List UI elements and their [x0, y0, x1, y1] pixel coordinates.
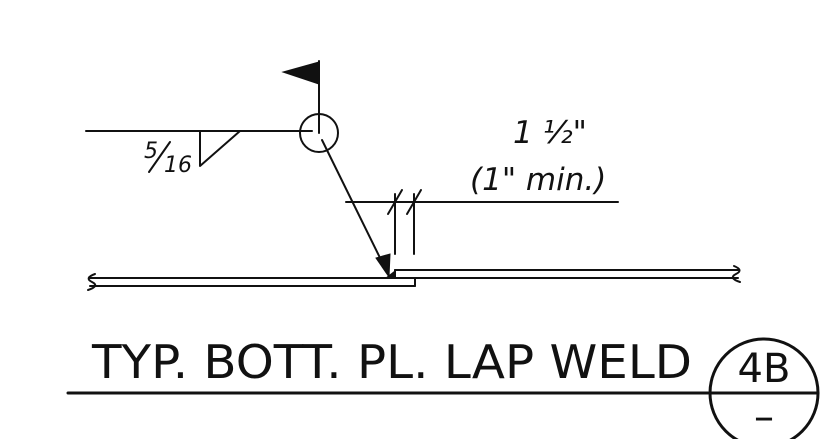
leader-line — [321, 139, 386, 269]
break-symbol-left — [87, 273, 97, 291]
dimension-tick-right — [406, 189, 422, 215]
fillet-weld-icon — [199, 130, 241, 167]
callout-sheet-ref: – — [754, 394, 774, 439]
overlap-dimension-value: 1 ½" — [513, 115, 587, 151]
leader-arrowhead — [375, 253, 391, 279]
detail-title: TYP. BOTT. PL. LAP WELD — [91, 335, 692, 389]
flag-icon — [281, 60, 320, 134]
callout-detail-id: 4B — [738, 346, 791, 392]
bottom-plate-right — [394, 265, 741, 283]
detail-callout-bubble: 4B – — [708, 337, 820, 439]
weld-size-fraction: 5 16 — [144, 139, 192, 178]
break-symbol-right — [731, 265, 741, 283]
fraction-slash — [148, 141, 171, 173]
bottom-plate-left — [87, 273, 416, 291]
fillet-weld-bead — [384, 269, 396, 279]
overlap-minimum-value: (1" min.) — [470, 162, 606, 198]
weld-size-denominator: 16 — [164, 153, 192, 178]
dimension-tick-left — [387, 189, 403, 215]
flag-pennant — [281, 61, 320, 85]
weld-size-numerator: 5 — [144, 139, 158, 164]
